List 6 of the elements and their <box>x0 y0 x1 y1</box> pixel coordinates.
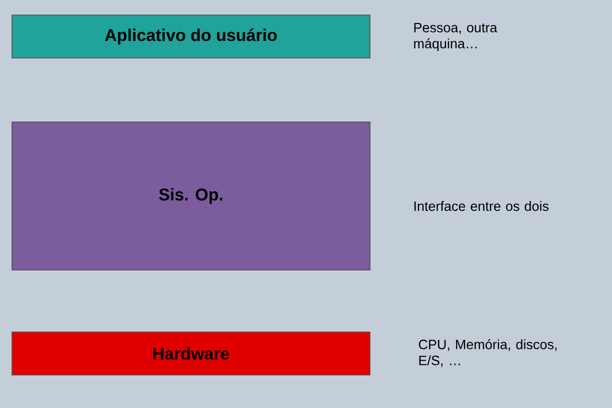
side-note: Pessoa, outra máquina… <box>414 22 498 52</box>
side-note: CPU, Memória, discos, E/S, … <box>418 339 556 367</box>
layer-box: Hardware <box>12 332 370 376</box>
layer-box: Sis. Op. <box>12 122 370 270</box>
side-note: Interface entre os dois <box>414 201 548 211</box>
layer-box: Aplicativo do usuário <box>12 14 370 58</box>
